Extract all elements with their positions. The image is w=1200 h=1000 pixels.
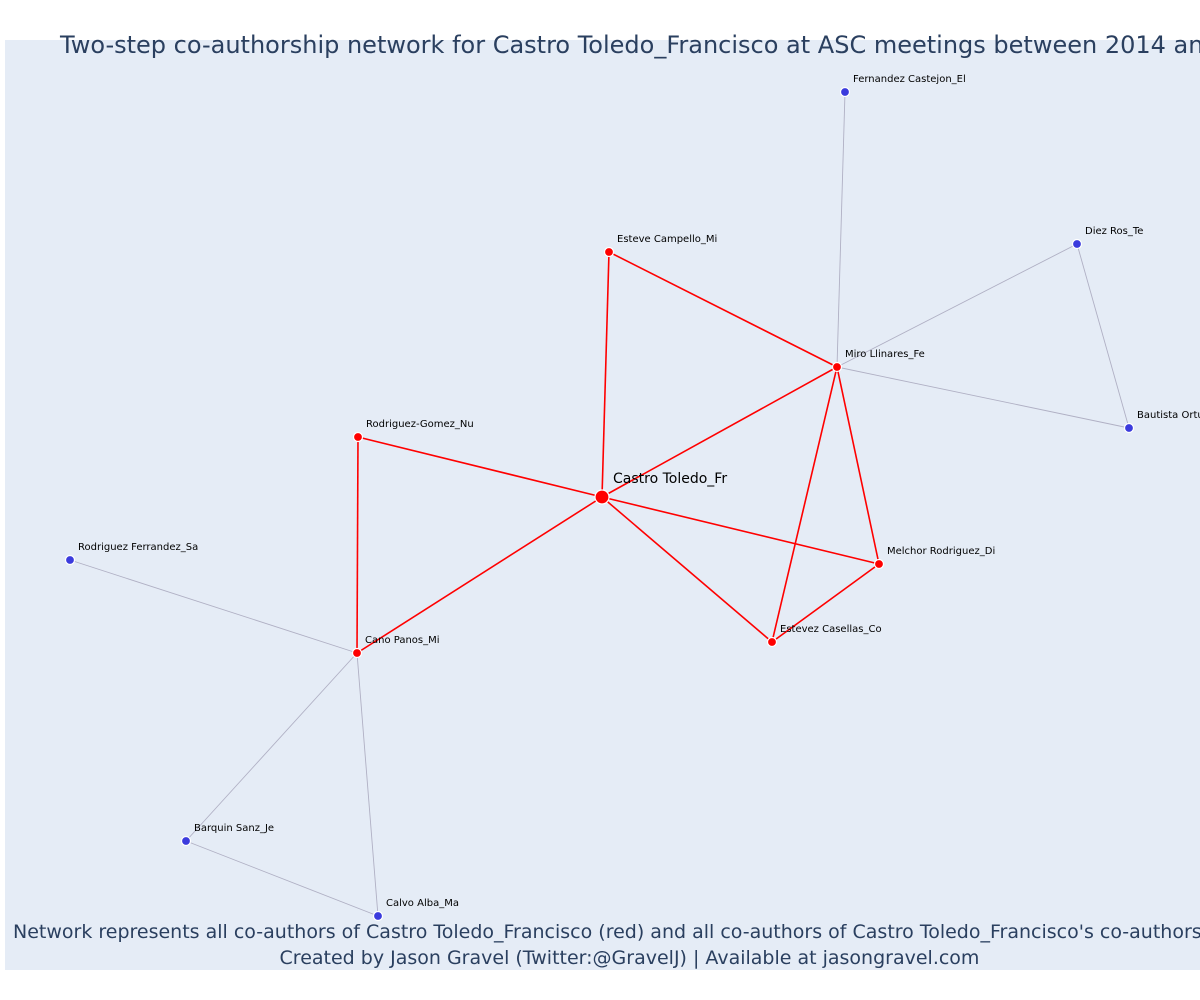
node-label-castro: Castro Toledo_Fr — [613, 471, 727, 487]
node-label-bautista: Bautista Ortu — [1137, 410, 1200, 421]
caption-line-1: Network represents all co-authors of Cas… — [13, 921, 1200, 943]
edge-castro-cano — [356, 496, 603, 654]
node-label-estevez: Estevez Casellas_Co — [780, 624, 882, 635]
edge-miro-melchor — [836, 366, 880, 565]
node-calvo[interactable] — [372, 910, 384, 922]
chart-title: Two-step co-authorship network for Castr… — [59, 31, 1200, 59]
edge-melchor-estevez — [771, 563, 880, 643]
node-label-rodgomez: Rodriguez-Gomez_Nu — [366, 419, 474, 430]
plot-background — [5, 40, 1200, 970]
edge-cano-barquin — [185, 652, 358, 842]
node-label-rodferr: Rodriguez Ferrandez_Sa — [78, 542, 198, 553]
node-fernandez[interactable] — [839, 86, 851, 98]
edge-miro-diez — [836, 243, 1078, 368]
node-label-miro: Miro Llinares_Fe — [845, 349, 925, 360]
edge-diez-bautista — [1076, 243, 1130, 429]
node-bautista[interactable] — [1123, 422, 1135, 434]
nodes-layer — [64, 86, 1135, 922]
edge-barquin-calvo — [185, 840, 379, 917]
edge-castro-melchor — [601, 496, 880, 565]
node-castro[interactable] — [594, 489, 610, 505]
node-barquin[interactable] — [180, 835, 192, 847]
node-label-fernandez: Fernandez Castejon_El — [853, 74, 966, 85]
edge-miro-bautista — [836, 366, 1130, 429]
node-label-diez: Diez Ros_Te — [1085, 226, 1143, 237]
caption-line-2: Created by Jason Gravel (Twitter:@Gravel… — [280, 947, 980, 969]
node-label-barquin: Barquin Sanz_Je — [194, 823, 274, 834]
node-miro[interactable] — [831, 361, 843, 373]
edge-castro-miro — [601, 366, 838, 498]
node-melchor[interactable] — [873, 558, 885, 570]
node-cano[interactable] — [351, 647, 363, 659]
edge-castro-estevez — [601, 496, 773, 643]
edge-esteve-miro — [608, 251, 838, 368]
edge-miro-estevez — [771, 366, 838, 643]
node-esteve[interactable] — [603, 246, 615, 258]
edges-layer — [69, 91, 1130, 917]
node-diez[interactable] — [1071, 238, 1083, 250]
edge-castro-rodgomez — [357, 436, 603, 498]
node-label-esteve: Esteve Campello_Mi — [617, 234, 717, 245]
edge-miro-fernandez — [836, 91, 846, 368]
edge-cano-rodferr — [69, 559, 358, 654]
node-label-melchor: Melchor Rodriguez_Di — [887, 546, 995, 557]
edge-cano-calvo — [356, 652, 379, 917]
node-label-cano: Cano Panos_Mi — [365, 635, 440, 646]
node-label-calvo: Calvo Alba_Ma — [386, 898, 459, 909]
edge-rodgomez-cano — [356, 436, 359, 654]
node-rodgomez[interactable] — [352, 431, 364, 443]
node-rodferr[interactable] — [64, 554, 76, 566]
edge-castro-esteve — [601, 251, 610, 498]
node-estevez[interactable] — [766, 636, 778, 648]
